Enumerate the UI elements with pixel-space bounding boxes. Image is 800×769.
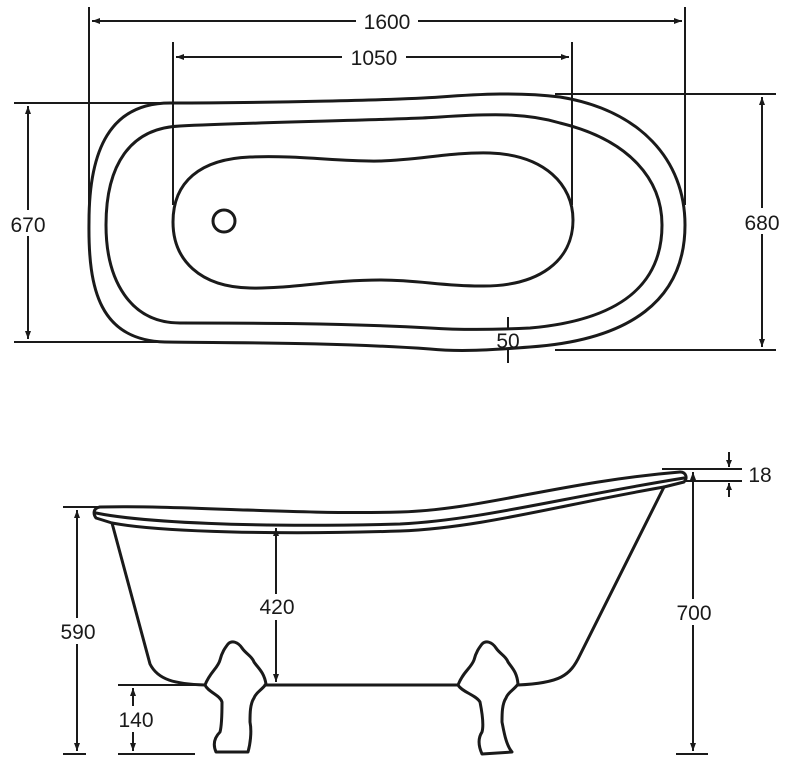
top-view: 1600 1050 670 [4, 7, 786, 363]
side-view: 590 140 420 700 [55, 452, 772, 756]
label-50: 50 [496, 330, 519, 353]
outer-rim-outline [87, 92, 687, 352]
drain-hole-icon [211, 208, 237, 234]
dimension-rim-thickness: 18 [662, 452, 772, 497]
dimension-rim-width: 50 [496, 317, 520, 363]
label-670: 670 [10, 214, 45, 237]
label-140: 140 [118, 709, 153, 732]
dimension-height-low-end: 590 [55, 506, 101, 755]
label-1050: 1050 [351, 47, 398, 70]
tub-body-right [516, 485, 666, 687]
claw-foot-right-icon [456, 640, 520, 756]
rim-lower-line [94, 476, 686, 527]
label-680: 680 [744, 212, 779, 235]
dimension-height-high-end: 700 [670, 472, 718, 755]
label-420: 420 [259, 596, 294, 619]
label-700: 700 [676, 602, 711, 625]
label-590: 590 [60, 621, 95, 644]
rim-inner-line [110, 485, 666, 535]
basin-outline [171, 151, 575, 290]
dimension-width-left: 670 [4, 102, 166, 343]
dimension-overall-length: 1600 [88, 7, 686, 205]
inner-rim-outline [104, 113, 664, 331]
rim-top-line [98, 470, 682, 515]
dimension-width-right: 680 [555, 93, 786, 351]
tub-body-left [110, 521, 207, 687]
dimension-foot-height: 140 [114, 684, 205, 755]
label-1600: 1600 [364, 11, 411, 34]
label-18: 18 [748, 464, 771, 487]
dimension-basin-length: 1050 [172, 42, 573, 205]
claw-foot-left-icon [203, 640, 268, 754]
rim-right-cap [662, 470, 688, 489]
dimension-inner-depth: 420 [254, 528, 300, 682]
